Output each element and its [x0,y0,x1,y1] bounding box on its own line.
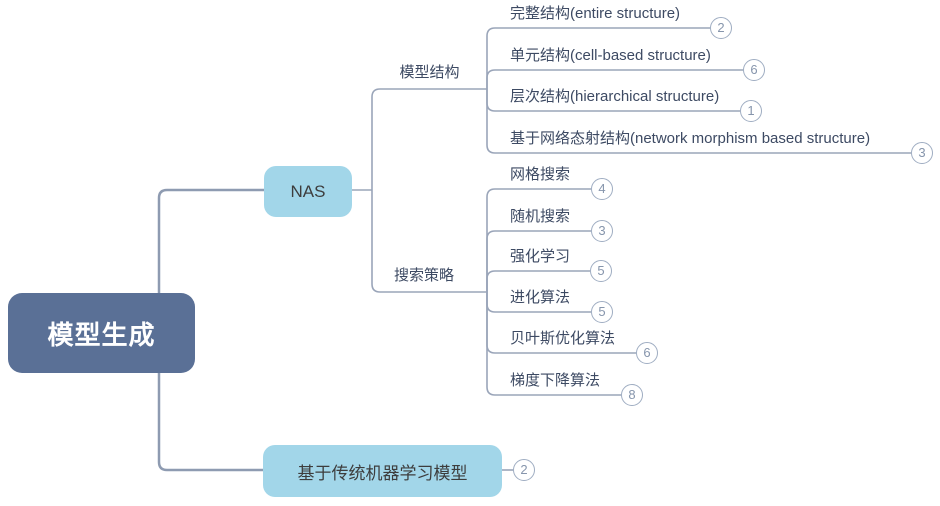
count-badge-cell-based-structure[interactable]: 6 [743,59,765,81]
count-badge-traditional[interactable]: 2 [513,459,535,481]
model-structure-node[interactable]: 模型结构 [399,64,460,81]
leaf-node-bayesian-optimization[interactable]: 贝叶斯优化算法 [510,330,616,347]
traditional-ml-node-label: 基于传统机器学习模型 [297,463,468,483]
count-badge-gradient-descent[interactable]: 8 [621,384,643,406]
leaf-node-cell-based-structure[interactable]: 单元结构(cell-based structure) [510,47,711,64]
count-badge-network-morphism-structure[interactable]: 3 [911,142,933,164]
leaf-node-grid-search[interactable]: 网格搜索 [510,166,571,183]
root-node-label: 模型生成 [47,319,156,350]
count-badge-evolutionary-algorithm[interactable]: 5 [591,301,613,323]
leaf-node-reinforcement-learning[interactable]: 强化学习 [510,248,571,265]
nas-node-label: NAS [290,181,326,201]
count-badge-entire-structure[interactable]: 2 [710,17,732,39]
leaf-node-hierarchical-structure[interactable]: 层次结构(hierarchical structure) [510,88,720,105]
leaf-node-entire-structure[interactable]: 完整结构(entire structure) [510,5,681,22]
search-strategy-node[interactable]: 搜索策略 [393,267,454,284]
leaf-node-gradient-descent[interactable]: 梯度下降算法 [510,372,601,389]
nas-node[interactable]: NAS [264,166,352,217]
leaf-node-evolutionary-algorithm[interactable]: 进化算法 [510,289,571,306]
count-badge-reinforcement-learning[interactable]: 5 [590,260,612,282]
count-badge-bayesian-optimization[interactable]: 6 [636,342,658,364]
traditional-ml-node[interactable]: 基于传统机器学习模型 [263,445,502,497]
count-badge-grid-search[interactable]: 4 [591,178,613,200]
leaf-node-random-search[interactable]: 随机搜索 [510,208,571,225]
count-badge-random-search[interactable]: 3 [591,220,613,242]
count-badge-hierarchical-structure[interactable]: 1 [740,100,762,122]
root-node[interactable]: 模型生成 [8,293,195,373]
leaf-node-network-morphism-structure[interactable]: 基于网络态射结构(network morphism based structur… [510,130,871,147]
